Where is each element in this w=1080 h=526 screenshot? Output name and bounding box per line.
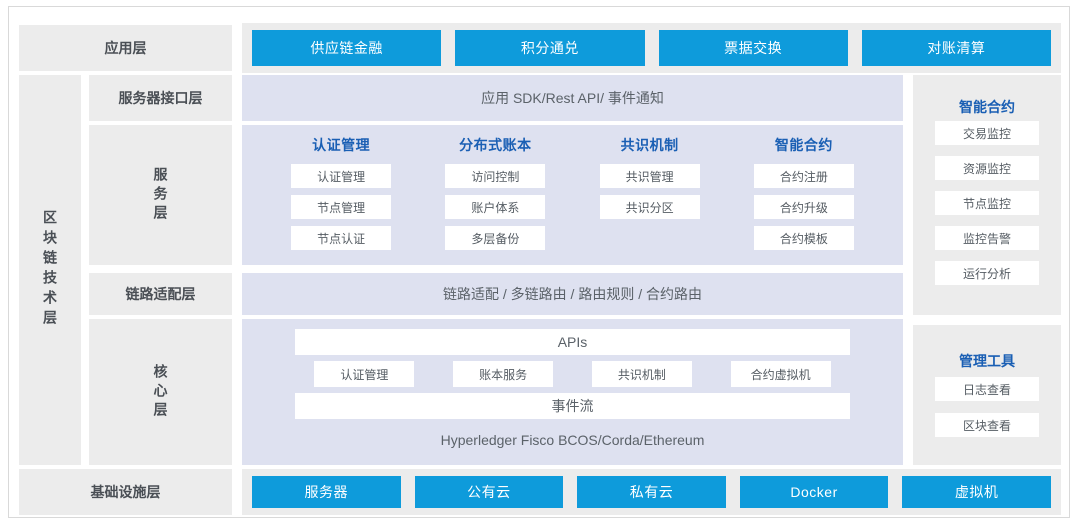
service-column-2: 分布式账本访问控制账户体系多层备份 — [418, 135, 572, 257]
service-column-4: 智能合约合约注册合约升级合约模板 — [727, 135, 881, 257]
core-apis-bar: APIs — [295, 329, 850, 355]
service-column-head-1: 认证管理 — [312, 137, 371, 153]
core-module-wrap-3: 共识机制 — [573, 361, 712, 387]
infrastructure-layer-label: 基础设施层 — [19, 469, 232, 515]
service-item-4-3[interactable]: 合约模板 — [753, 226, 854, 250]
side-panel-management-tools-head: 管理工具 — [959, 353, 1015, 369]
smart-contract-item-2[interactable]: 资源监控 — [935, 156, 1039, 180]
core-module-wrap-1: 认证管理 — [295, 361, 434, 387]
infrastructure-button-2[interactable]: 公有云 — [414, 476, 564, 508]
core-module-wrap-2: 账本服务 — [434, 361, 573, 387]
infrastructure-button-3[interactable]: 私有云 — [577, 476, 726, 508]
smart-contract-item-1[interactable]: 交易监控 — [935, 121, 1039, 145]
service-column-1: 认证管理认证管理节点管理节点认证 — [264, 135, 418, 257]
core-module-wrap-4: 合约虚拟机 — [711, 361, 850, 387]
side-panel-management-tools: 管理工具 日志查看区块查看 — [913, 325, 1061, 465]
service-item-2-3[interactable]: 多层备份 — [445, 226, 546, 250]
core-module-1[interactable]: 认证管理 — [314, 361, 415, 387]
service-column-head-2: 分布式账本 — [459, 137, 532, 153]
smart-contract-item-5[interactable]: 运行分析 — [935, 261, 1039, 285]
link-adapt-layer-band: 链路适配 / 多链路由 / 路由规则 / 合约路由 — [242, 273, 903, 315]
service-item-1-3[interactable]: 节点认证 — [291, 226, 392, 250]
server-interface-layer-band: 应用 SDK/Rest API/ 事件通知 — [242, 75, 903, 121]
application-layer-button-strip: 供应链金融积分通兑票据交换对账清算 — [242, 23, 1061, 73]
core-layer-label: 核心层 — [89, 319, 232, 465]
service-item-2-1[interactable]: 访问控制 — [445, 164, 546, 188]
infrastructure-button-5[interactable]: 虚拟机 — [902, 476, 1051, 508]
diagram-frame: 应用层 供应链金融积分通兑票据交换对账清算 区块链技术层 服务器接口层 应用 S… — [8, 6, 1070, 518]
management-tools-item-1[interactable]: 日志查看 — [935, 377, 1039, 401]
application-button-3[interactable]: 票据交换 — [658, 30, 848, 66]
link-adapt-layer-label: 链路适配层 — [89, 273, 232, 315]
infrastructure-button-1[interactable]: 服务器 — [252, 476, 401, 508]
core-layer-band: APIs 认证管理 账本服务 共识机制 合约虚拟机 事件流 Hyperledger F… — [242, 319, 903, 465]
management-tools-item-2[interactable]: 区块查看 — [935, 413, 1039, 437]
application-button-4[interactable]: 对账清算 — [861, 30, 1051, 66]
infrastructure-layer-button-strip: 服务器公有云私有云 Docker 虚拟机 — [242, 469, 1061, 515]
service-item-3-1[interactable]: 共识管理 — [599, 164, 700, 188]
service-layer-band: 认证管理认证管理节点管理节点认证分布式账本访问控制账户体系多层备份共识机制共识管… — [242, 125, 903, 265]
service-item-1-2[interactable]: 节点管理 — [291, 195, 392, 219]
smart-contract-item-3[interactable]: 节点监控 — [935, 191, 1039, 215]
blockchain-tech-layer-vertical-label: 区块链技术层 — [19, 75, 81, 465]
service-column-head-4: 智能合约 — [774, 137, 833, 153]
core-module-4[interactable]: 合约虚拟机 — [730, 361, 831, 387]
application-layer-label: 应用层 — [19, 25, 232, 71]
side-panel-smart-contract: 智能合约 交易监控资源监控节点监控监控告警运行分析 — [913, 75, 1061, 315]
application-button-1[interactable]: 供应链金融 — [252, 30, 442, 66]
core-module-2[interactable]: 账本服务 — [453, 361, 554, 387]
service-column-3: 共识机制共识管理共识分区 — [573, 135, 727, 257]
core-event-bar: 事件流 — [295, 393, 850, 419]
server-interface-layer-label: 服务器接口层 — [89, 75, 232, 121]
core-layer-footer-text: Hyperledger Fisco BCOS/Corda/Ethereum — [440, 432, 705, 448]
service-item-4-1[interactable]: 合约注册 — [753, 164, 854, 188]
service-item-1-1[interactable]: 认证管理 — [291, 164, 392, 188]
core-module-3[interactable]: 共识机制 — [591, 361, 692, 387]
application-button-2[interactable]: 积分通兑 — [455, 30, 645, 66]
service-item-3-2[interactable]: 共识分区 — [599, 195, 700, 219]
smart-contract-item-4[interactable]: 监控告警 — [935, 226, 1039, 250]
service-item-4-2[interactable]: 合约升级 — [753, 195, 854, 219]
infrastructure-button-4[interactable]: Docker — [739, 476, 889, 508]
service-layer-label: 服务层 — [89, 125, 232, 265]
side-panel-smart-contract-head: 智能合约 — [959, 99, 1015, 115]
service-column-head-3: 共识机制 — [620, 137, 679, 153]
service-item-2-2[interactable]: 账户体系 — [445, 195, 546, 219]
